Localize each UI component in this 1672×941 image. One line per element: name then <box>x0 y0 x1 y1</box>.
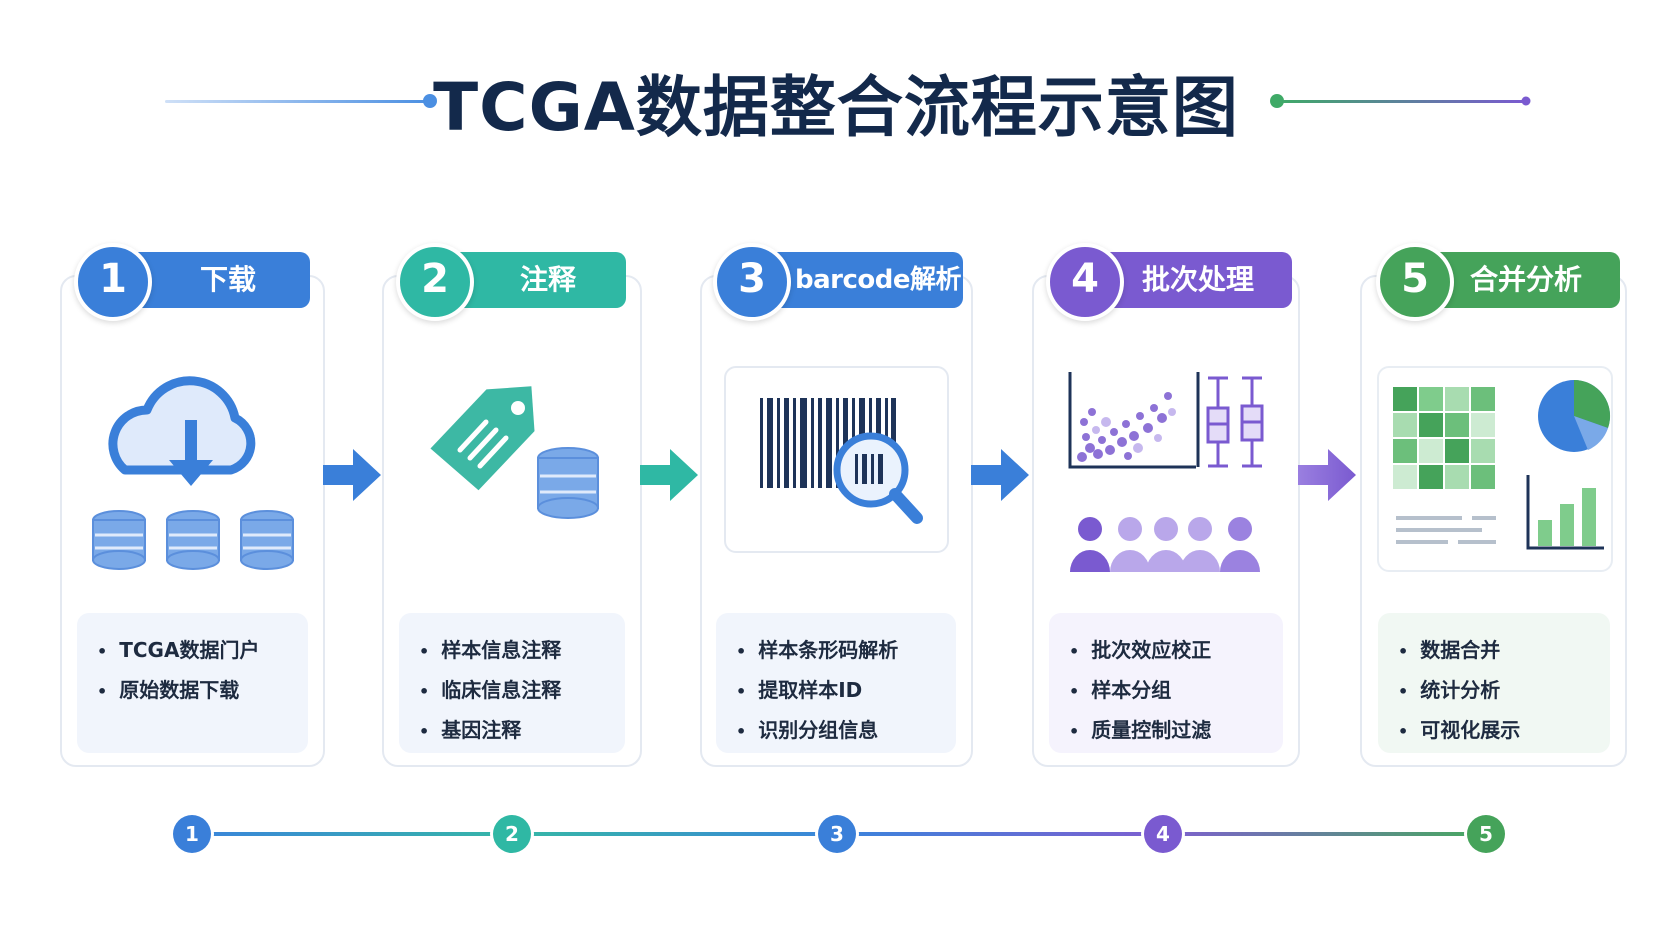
list-item: 临床信息注释 <box>419 671 625 711</box>
arrow-right-icon-3 <box>971 449 1029 501</box>
step-label-1: 下载 <box>200 263 257 296</box>
timeline-dot-2: 2 <box>493 815 531 853</box>
list-item: TCGA数据门户 <box>97 631 308 671</box>
title-dot-left <box>423 94 437 108</box>
step-list-1: TCGA数据门户 原始数据下载 <box>77 613 308 753</box>
timeline-dot-4: 4 <box>1144 815 1182 853</box>
arrow-right-icon-2 <box>640 449 698 501</box>
arrow-right-icon-1 <box>323 449 381 501</box>
step-label-4: 批次处理 <box>1142 263 1255 296</box>
list-item: 质量控制过滤 <box>1069 711 1283 751</box>
cloud-download-icon <box>92 376 294 570</box>
step-number-2: 2 <box>396 243 474 321</box>
title-line-left <box>165 100 430 103</box>
step-number-5: 5 <box>1376 243 1454 321</box>
page-title: TCGA数据整合流程示意图 <box>433 69 1239 146</box>
dashboard-icon <box>1392 380 1610 550</box>
title-line-right <box>1277 100 1525 103</box>
step-label-2: 注释 <box>520 263 577 296</box>
list-item: 识别分组信息 <box>736 711 956 751</box>
list-item: 样本信息注释 <box>419 631 625 671</box>
list-item: 批次效应校正 <box>1069 631 1283 671</box>
arrow-right-icon-4 <box>1298 449 1356 501</box>
list-item: 基因注释 <box>419 711 625 751</box>
list-item: 提取样本ID <box>736 671 956 711</box>
step-number-1: 1 <box>74 243 152 321</box>
timeline-dot-1: 1 <box>173 815 211 853</box>
timeline-dot-3: 3 <box>818 815 856 853</box>
list-item: 数据合并 <box>1398 631 1610 671</box>
step-list-3: 样本条形码解析 提取样本ID 识别分组信息 <box>716 613 956 753</box>
dashboard-panel <box>1377 366 1613 572</box>
timeline-dot-5: 5 <box>1467 815 1505 853</box>
list-item: 统计分析 <box>1398 671 1610 711</box>
list-item: 样本条形码解析 <box>736 631 956 671</box>
list-item: 原始数据下载 <box>97 671 308 711</box>
tag-icon <box>430 386 599 519</box>
list-item: 样本分组 <box>1069 671 1283 711</box>
batch-plot-icon <box>1068 372 1264 572</box>
title-dot-right-end <box>1521 96 1531 106</box>
list-item: 可视化展示 <box>1398 711 1610 751</box>
step-label-3: barcode解析 <box>795 265 962 295</box>
step-list-4: 批次效应校正 样本分组 质量控制过滤 <box>1049 613 1283 753</box>
step-number-4: 4 <box>1046 243 1124 321</box>
step-list-5: 数据合并 统计分析 可视化展示 <box>1378 613 1610 753</box>
step-number-3: 3 <box>713 243 791 321</box>
barcode-search-icon <box>760 398 923 524</box>
step-list-2: 样本信息注释 临床信息注释 基因注释 <box>399 613 625 753</box>
barcode-panel <box>724 366 949 553</box>
step-label-5: 合并分析 <box>1470 263 1583 296</box>
